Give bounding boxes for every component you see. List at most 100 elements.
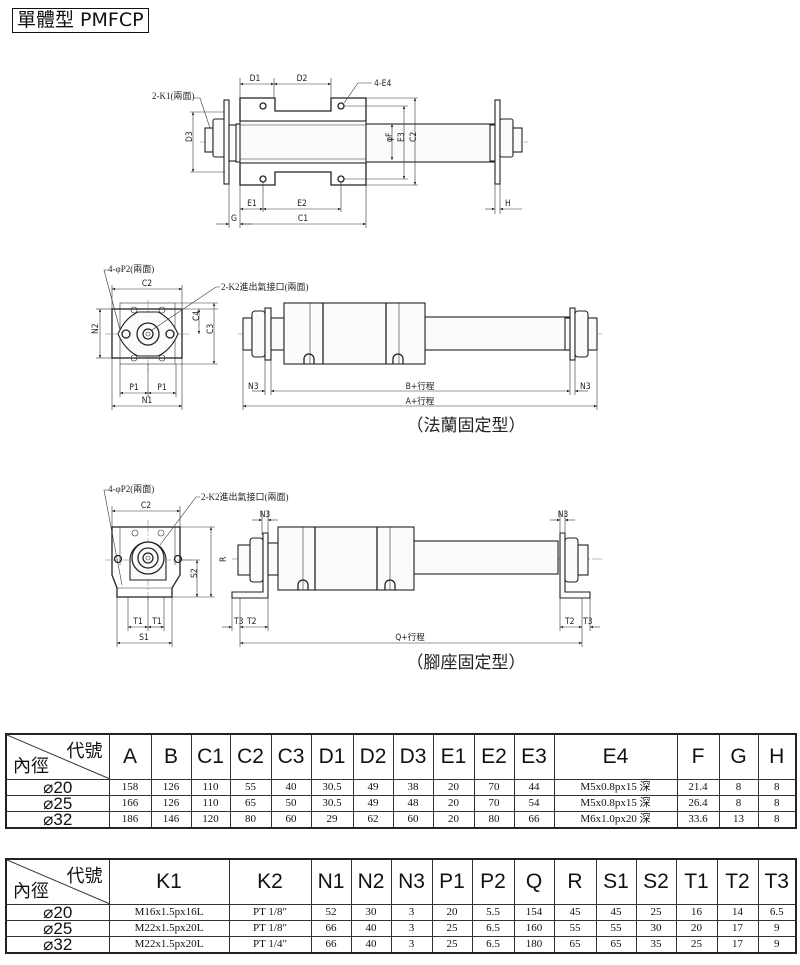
bore-cell: ⌀32 bbox=[5, 936, 110, 954]
column-header-d2: D2 bbox=[352, 733, 394, 780]
value-cell-e3: 54 bbox=[513, 795, 555, 812]
value-cell-s1: 45 bbox=[595, 904, 637, 921]
value-cell-h: 8 bbox=[757, 779, 797, 796]
column-header-f: F bbox=[676, 733, 720, 780]
value-cell-b: 126 bbox=[150, 779, 192, 796]
value-cell-p2: 6.5 bbox=[471, 936, 515, 954]
column-header-c3: C3 bbox=[270, 733, 312, 780]
dim-p1-left: P1 bbox=[129, 383, 139, 393]
value-cell-s1: 55 bbox=[595, 920, 637, 937]
value-cell-c2: 65 bbox=[229, 795, 272, 812]
value-cell-d1: 29 bbox=[310, 811, 354, 829]
dim-e1: E1 bbox=[247, 199, 257, 209]
value-cell-a: 166 bbox=[108, 795, 152, 812]
value-cell-c3: 50 bbox=[270, 795, 312, 812]
top-view-drawing: D1 D2 4-E4 2-K1(兩面) D3 φF E3 C2 E1 E2 C1… bbox=[152, 74, 528, 228]
value-cell-c1: 110 bbox=[190, 795, 231, 812]
dim-c1: C1 bbox=[298, 214, 308, 224]
label-k1: 2-K1(兩面) bbox=[152, 91, 195, 101]
column-header-e4: E4 bbox=[553, 733, 678, 780]
header-code-label: 代號 bbox=[66, 866, 103, 886]
column-header-k2: K2 bbox=[228, 858, 312, 905]
value-cell-s2: 25 bbox=[635, 904, 677, 921]
dim-g: G bbox=[231, 214, 237, 224]
value-cell-d1: 30.5 bbox=[310, 795, 354, 812]
value-cell-r: 45 bbox=[553, 904, 597, 921]
dim-r: R bbox=[219, 556, 229, 562]
dim-c2: C2 bbox=[409, 132, 419, 142]
label-p2: 4-φP2(兩面) bbox=[108, 264, 154, 274]
dim-t2-right: T2 bbox=[564, 617, 575, 627]
label-k2: 2-K2進出氣接口(兩面) bbox=[201, 491, 289, 502]
header-bore-label: 內徑 bbox=[13, 756, 49, 776]
value-cell-q: 154 bbox=[513, 904, 555, 921]
dim-e2: E2 bbox=[297, 199, 307, 209]
label-k2: 2-K2進出氣接口(兩面) bbox=[221, 281, 309, 292]
value-cell-t2: 17 bbox=[716, 920, 759, 937]
dim-t1-right: T1 bbox=[151, 617, 162, 627]
dim-c2: C2 bbox=[142, 279, 152, 289]
value-cell-s1: 65 bbox=[595, 936, 637, 954]
dim-t3-left: T3 bbox=[233, 617, 244, 627]
value-cell-e2: 70 bbox=[473, 779, 515, 796]
value-cell-k2: PT 1/4" bbox=[228, 936, 312, 954]
bore-cell: ⌀32 bbox=[5, 811, 110, 829]
column-header-r: R bbox=[553, 858, 597, 905]
dim-b-stroke: B+行程 bbox=[406, 381, 435, 392]
value-cell-a: 186 bbox=[108, 811, 152, 829]
value-cell-a: 158 bbox=[108, 779, 152, 796]
value-cell-d2: 49 bbox=[352, 779, 394, 796]
value-cell-t1: 25 bbox=[675, 936, 718, 954]
bore-cell: ⌀20 bbox=[5, 779, 110, 796]
value-cell-d3: 48 bbox=[392, 795, 434, 812]
foot-caption: （腳座固定型） bbox=[407, 653, 526, 673]
dim-h: H bbox=[505, 199, 511, 209]
value-cell-d2: 62 bbox=[352, 811, 394, 829]
value-cell-t3: 9 bbox=[757, 936, 797, 954]
dim-f: φF bbox=[385, 133, 395, 142]
value-cell-g: 8 bbox=[718, 779, 759, 796]
value-cell-n2: 30 bbox=[350, 904, 392, 921]
value-cell-e4: M6x1.0px20 深 bbox=[553, 811, 678, 829]
value-cell-g: 13 bbox=[718, 811, 759, 829]
column-header-t1: T1 bbox=[675, 858, 718, 905]
value-cell-c2: 80 bbox=[229, 811, 272, 829]
value-cell-e4: M5x0.8px15 深 bbox=[553, 779, 678, 796]
column-header-d3: D3 bbox=[392, 733, 434, 780]
dim-s1: S1 bbox=[139, 633, 149, 643]
value-cell-r: 55 bbox=[553, 920, 597, 937]
value-cell-e2: 70 bbox=[473, 795, 515, 812]
foot-side-view: N3 N3 T3 T2 T2 T3 Q+行程 （腳座固定型） bbox=[222, 510, 602, 673]
value-cell-c3: 60 bbox=[270, 811, 312, 829]
column-header-b: B bbox=[150, 733, 192, 780]
value-cell-c1: 110 bbox=[190, 779, 231, 796]
dim-t1-left: T1 bbox=[132, 617, 143, 627]
column-header-p2: P2 bbox=[471, 858, 515, 905]
dim-c3: C3 bbox=[206, 324, 216, 334]
label-e4: 4-E4 bbox=[374, 79, 391, 89]
dim-t2-left: T2 bbox=[246, 617, 257, 627]
header-corner-cell: 代號內徑 bbox=[5, 858, 110, 905]
value-cell-h: 8 bbox=[757, 811, 797, 829]
dim-d1: D1 bbox=[250, 74, 261, 84]
value-cell-n2: 40 bbox=[350, 920, 392, 937]
value-cell-c3: 40 bbox=[270, 779, 312, 796]
value-cell-n3: 3 bbox=[390, 904, 433, 921]
value-cell-t2: 17 bbox=[716, 936, 759, 954]
column-header-q: Q bbox=[513, 858, 555, 905]
bore-cell: ⌀25 bbox=[5, 920, 110, 937]
flange-end-view: 4-φP2(兩面) 2-K2進出氣接口(兩面) C2 N2 C4 C3 P1 P… bbox=[91, 264, 309, 410]
flange-side-view: N3 N3 B+行程 A+行程 （法蘭固定型） bbox=[238, 302, 602, 436]
value-cell-q: 180 bbox=[513, 936, 555, 954]
value-cell-k1: M16x1.5px16L bbox=[108, 904, 230, 921]
dim-n3-left: N3 bbox=[248, 382, 259, 392]
value-cell-e1: 20 bbox=[432, 811, 475, 829]
bore-cell: ⌀25 bbox=[5, 795, 110, 812]
value-cell-t3: 6.5 bbox=[757, 904, 797, 921]
dim-c4: C4 bbox=[192, 311, 202, 321]
